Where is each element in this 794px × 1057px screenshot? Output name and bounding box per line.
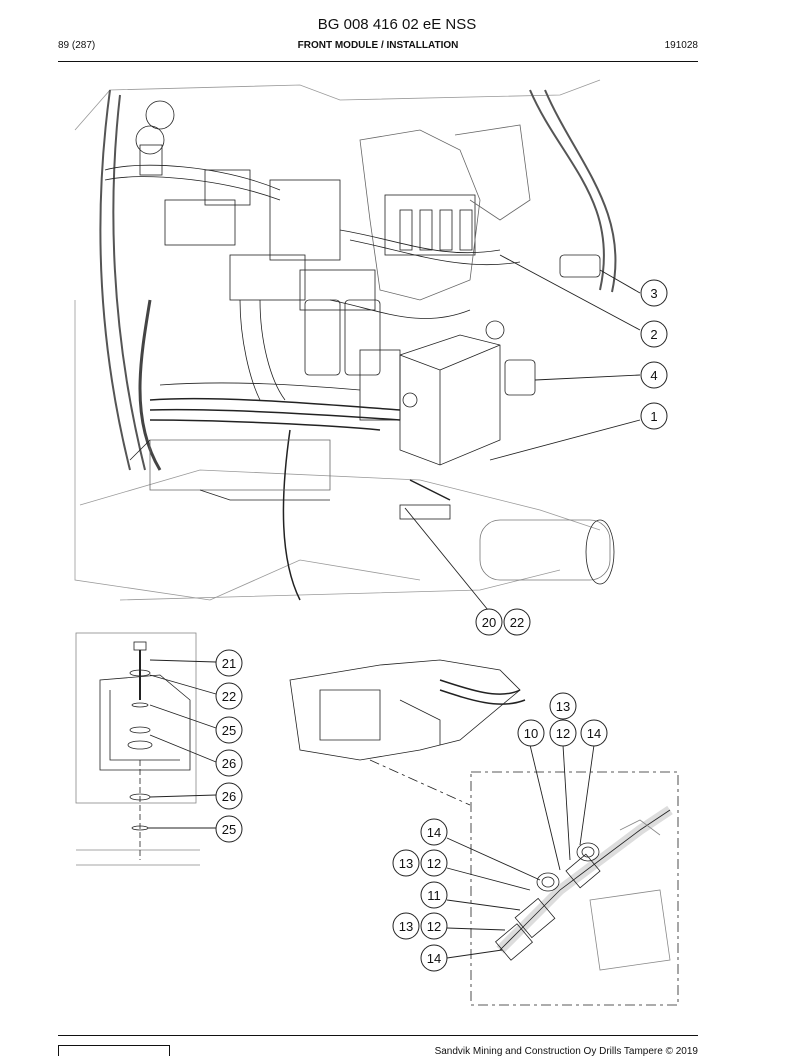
callouts: 3 2 4 1 20 22 21 22 25 26 26 25 13 10 12…	[215, 279, 668, 972]
callout-22-detail-label: 22	[222, 689, 236, 704]
callout-22-detail: 22	[215, 682, 243, 710]
callout-4-label: 4	[650, 368, 657, 383]
callout-13-low: 13	[392, 912, 420, 940]
callout-26-lower-label: 26	[222, 789, 236, 804]
callout-3: 3	[640, 279, 668, 307]
callout-20: 20	[475, 608, 503, 636]
callout-20-label: 20	[482, 615, 496, 630]
footer-rule	[58, 1035, 698, 1036]
callout-13-low-label: 13	[399, 919, 413, 934]
bolt-detail-drawing	[75, 632, 200, 866]
main-assembly-drawing	[74, 79, 617, 601]
callout-22-main: 22	[503, 608, 531, 636]
callout-25-lower: 25	[215, 815, 243, 843]
callout-12-low: 12	[420, 912, 448, 940]
callout-10: 10	[517, 719, 545, 747]
footer-logo	[58, 1045, 170, 1056]
header-rule	[58, 61, 698, 62]
callout-26-upper: 26	[215, 749, 243, 777]
callout-12-top-label: 12	[556, 726, 570, 741]
callout-14-low-label: 14	[427, 951, 441, 966]
callout-14-top-label: 14	[587, 726, 601, 741]
callout-13-top: 13	[549, 692, 577, 720]
document-number: BG 008 416 02 eE NSS	[317, 16, 477, 33]
callout-2: 2	[640, 320, 668, 348]
callout-2-label: 2	[650, 327, 657, 342]
callout-26-lower: 26	[215, 782, 243, 810]
document-date: 191028	[664, 40, 698, 51]
callout-14-low: 14	[420, 944, 448, 972]
callout-13-mid: 13	[392, 849, 420, 877]
callout-4: 4	[640, 361, 668, 389]
page-number: 89 (287)	[58, 40, 96, 51]
page-title: FRONT MODULE / INSTALLATION	[297, 40, 459, 51]
callout-12-mid: 12	[420, 849, 448, 877]
callout-3-label: 3	[650, 286, 657, 301]
fitting-detail-drawing	[470, 771, 679, 1006]
callout-14-mid-label: 14	[427, 825, 441, 840]
callout-25-upper: 25	[215, 716, 243, 744]
callout-13-top-label: 13	[556, 699, 570, 714]
callout-22-main-label: 22	[510, 615, 524, 630]
callout-10-label: 10	[524, 726, 538, 741]
callout-1: 1	[640, 402, 668, 430]
footer-copyright: Sandvik Mining and Construction Oy Drill…	[434, 1046, 698, 1057]
callout-25-lower-label: 25	[222, 822, 236, 837]
callout-1-label: 1	[650, 409, 657, 424]
callout-12-top: 12	[549, 719, 577, 747]
leader-lines	[148, 254, 641, 959]
callout-11: 11	[420, 881, 448, 909]
callout-14-top: 14	[580, 719, 608, 747]
callout-13-mid-label: 13	[399, 856, 413, 871]
callout-14-mid: 14	[420, 818, 448, 846]
header-row: 89 (287) FRONT MODULE / INSTALLATION 191…	[58, 40, 698, 56]
callout-12-low-label: 12	[427, 919, 441, 934]
callout-21: 21	[215, 649, 243, 677]
callout-26-upper-label: 26	[222, 756, 236, 771]
callout-25-upper-label: 25	[222, 723, 236, 738]
callout-11-label: 11	[427, 888, 441, 903]
callout-12-mid-label: 12	[427, 856, 441, 871]
location-overview-drawing	[289, 659, 526, 806]
callout-21-label: 21	[222, 656, 236, 671]
